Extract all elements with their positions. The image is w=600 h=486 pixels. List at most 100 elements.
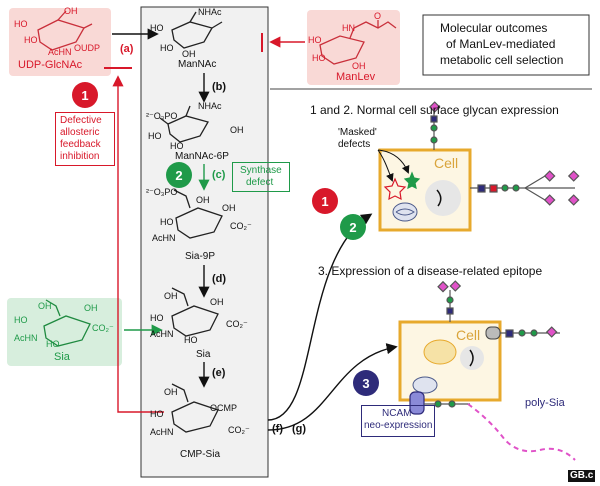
sia-left-co2: CO₂⁻ bbox=[92, 323, 114, 333]
outcomes-line-2: of ManLev-mediated bbox=[446, 37, 556, 51]
sia-left-ho1: HO bbox=[14, 315, 28, 325]
sia-center-structure bbox=[171, 287, 219, 337]
mannac6p-ho2: HO bbox=[170, 141, 184, 151]
masked-line-1: 'Masked' bbox=[338, 127, 377, 138]
cmp-sia-ho: HO bbox=[150, 409, 164, 419]
sia-left-structure bbox=[43, 299, 91, 347]
sia9p-oh1: OH bbox=[196, 195, 210, 205]
mannac6p-nhac: NHAc bbox=[198, 101, 222, 111]
badge-1-right: 1 bbox=[312, 188, 338, 214]
mannac-nhac: NHAc bbox=[198, 7, 222, 17]
lower-glycans bbox=[409, 280, 576, 461]
sia9p-achn: AcHN bbox=[152, 233, 176, 243]
sia9p-oh2: OH bbox=[222, 203, 236, 213]
sia-center-ho2: HO bbox=[184, 335, 198, 345]
step-f: (f) bbox=[272, 423, 283, 435]
sia9p-ho: HO bbox=[160, 217, 174, 227]
sia9p-structure bbox=[173, 189, 223, 239]
sia-center-name: Sia bbox=[196, 349, 211, 360]
mannac-oh: OH bbox=[182, 49, 196, 59]
outcomes-panel bbox=[422, 14, 590, 76]
sia-left-achn: AcHN bbox=[14, 333, 38, 343]
step-d: (d) bbox=[212, 273, 227, 285]
mannac6p-oh: OH bbox=[230, 125, 244, 135]
sia-green-panel bbox=[7, 298, 122, 366]
badge-2-right: 2 bbox=[340, 214, 366, 240]
synthase-line-2: defect bbox=[246, 177, 274, 188]
outcomes-line-3: metabolic cell selection bbox=[440, 53, 564, 67]
defective-line-1: Defective bbox=[60, 115, 102, 126]
publisher-logo: GB.c bbox=[568, 470, 596, 482]
cell-label-upper: Cell bbox=[434, 155, 459, 171]
udp-glcnac-oudp: OUDP bbox=[74, 43, 101, 53]
udp-glcnac-structure bbox=[37, 10, 93, 51]
badge-3: 3 bbox=[353, 370, 379, 396]
section-title-normal: 1 and 2. Normal cell surface glycan expr… bbox=[310, 103, 559, 117]
ncam-line-2: neo-expression bbox=[364, 420, 433, 431]
step-g: (g) bbox=[292, 423, 307, 435]
cmp-sia-ocmp: OCMP bbox=[210, 403, 237, 413]
udp-glcnac-ho1: HO bbox=[14, 19, 28, 29]
step-b: (b) bbox=[212, 81, 227, 93]
polysia-label: poly-Sia bbox=[525, 397, 565, 409]
udp-glcnac-ho2: HO bbox=[24, 35, 38, 45]
arrow-g-curve bbox=[267, 343, 398, 431]
section-title-disease: 3. Expression of a disease-related epito… bbox=[318, 264, 543, 278]
cell-label-lower: Cell bbox=[456, 327, 481, 343]
badge-2-pathway: 2 bbox=[166, 162, 192, 188]
upper-glycans bbox=[383, 101, 580, 206]
mannac6p-structure bbox=[159, 105, 209, 143]
synthase-note-box bbox=[232, 162, 290, 192]
cmp-sia-structure bbox=[171, 383, 219, 433]
cmp-sia-oh1: OH bbox=[164, 387, 178, 397]
udp-glcnac-oh: OH bbox=[64, 6, 78, 16]
sia-center-oh1: OH bbox=[164, 291, 178, 301]
sia-left-ho2: HO bbox=[46, 339, 60, 349]
ncam-note-box bbox=[361, 405, 435, 437]
defective-line-2: allosteric bbox=[60, 127, 100, 138]
sia-center-ho1: HO bbox=[150, 313, 164, 323]
manlev-o: O bbox=[374, 11, 382, 21]
masked-arrow-1 bbox=[377, 149, 394, 182]
sia-left-oh1: OH bbox=[38, 301, 52, 311]
manlev-panel bbox=[307, 10, 400, 85]
defective-line-4: inhibition bbox=[60, 151, 100, 162]
sia-center-co2: CO₂⁻ bbox=[226, 319, 248, 329]
cmp-sia-achn: AcHN bbox=[150, 427, 174, 437]
defective-line-3: feedback bbox=[60, 139, 101, 150]
manlev-structure bbox=[319, 20, 397, 65]
manlev-ho2: HO bbox=[312, 53, 326, 63]
feedback-loop bbox=[112, 75, 164, 413]
mannac-name: ManNAc bbox=[178, 59, 217, 70]
mannac-structure bbox=[171, 11, 223, 49]
manlev-name: ManLev bbox=[336, 71, 376, 83]
sia-center-oh2: OH bbox=[210, 297, 224, 307]
masked-arrow-2 bbox=[377, 149, 410, 174]
step-a: (a) bbox=[120, 43, 134, 55]
cmp-sia-name: CMP-Sia bbox=[180, 449, 221, 460]
manlev-nh: HN bbox=[342, 23, 355, 33]
sia-left-oh2: OH bbox=[84, 303, 98, 313]
outcomes-line-1: Molecular outcomes bbox=[440, 21, 548, 35]
mannac-ho1: HO bbox=[150, 23, 164, 33]
sia9p-co2: CO₂⁻ bbox=[230, 221, 252, 231]
defective-note-box bbox=[55, 112, 115, 166]
mannac6p-ho1: HO bbox=[148, 131, 162, 141]
badge-1-left: 1 bbox=[72, 82, 98, 108]
synthase-line-1: Synthase bbox=[240, 165, 282, 176]
manlev-oh: OH bbox=[352, 61, 366, 71]
udp-glcnac-panel bbox=[9, 8, 111, 76]
udp-glcnac-name: UDP-GlcNAc bbox=[18, 59, 83, 71]
masked-line-2: defects bbox=[338, 139, 371, 150]
mannac6p-o3po: ²⁻O₃PO bbox=[146, 111, 178, 121]
sia-left-name: Sia bbox=[54, 351, 70, 363]
sia9p-o3po: ²⁻O₃PO bbox=[146, 187, 178, 197]
cmp-sia-co2: CO₂⁻ bbox=[228, 425, 250, 435]
lower-cell bbox=[398, 320, 502, 402]
ncam-line-1: NCAM bbox=[382, 408, 412, 419]
mannac6p-name: ManNAc-6P bbox=[175, 151, 229, 162]
step-c: (c) bbox=[212, 169, 226, 181]
udp-glcnac-achn: AcHN bbox=[48, 47, 72, 57]
manlev-ho1: HO bbox=[308, 35, 322, 45]
